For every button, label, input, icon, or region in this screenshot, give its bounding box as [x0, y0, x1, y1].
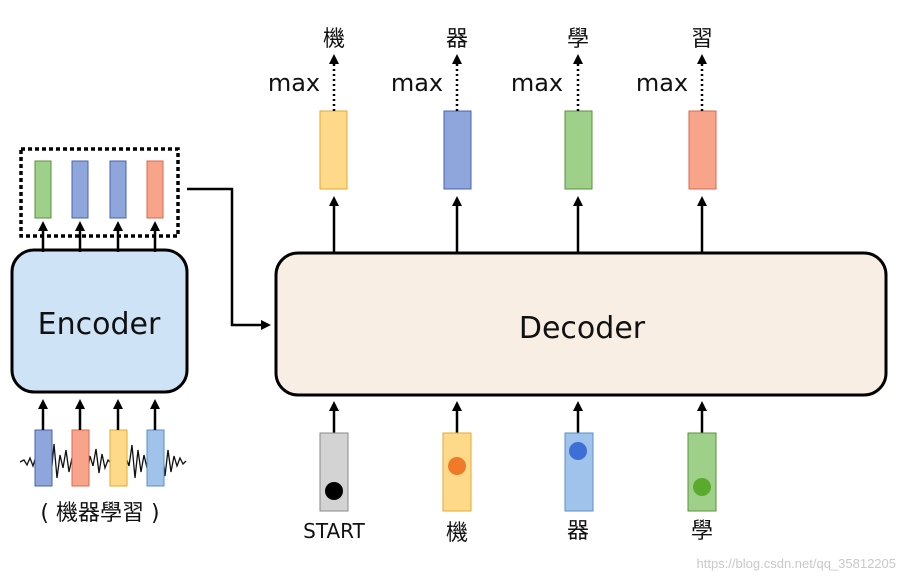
decoder-input-label-4: 學: [691, 519, 713, 544]
encoder-output-token-4: [146, 160, 164, 219]
decoder-output-3: max 學: [511, 27, 593, 253]
encoder-output-token-1: [34, 160, 52, 219]
encoder-label: Encoder: [38, 307, 161, 342]
decoder-input-3: 器: [564, 401, 594, 544]
decoder-input-1: START: [303, 401, 366, 543]
output-char-2: 器: [446, 27, 468, 52]
encoder-block: [10, 248, 189, 394]
decoder-output-token-1: [319, 110, 348, 190]
decoder-output-token-2: [443, 110, 472, 190]
encoder-input-token-1: [34, 429, 53, 487]
encoder-input-token-2: [71, 429, 90, 487]
decoder-output-token-4: [688, 110, 717, 190]
output-char-1: 機: [323, 27, 345, 52]
decoder-input-dot-4: [693, 478, 711, 496]
max-label-4: max: [636, 69, 688, 97]
max-label-1: max: [268, 69, 320, 97]
max-label-2: max: [391, 69, 443, 97]
encoder-output-token-3: [109, 160, 127, 219]
context-connector: [187, 187, 271, 330]
decoder-input-label-3: 器: [567, 519, 589, 544]
decoder-output-token-3: [564, 110, 593, 190]
decoder-input-token-4: [687, 432, 717, 512]
decoder-output-2: max 器: [391, 27, 472, 253]
decoder-input-4: 學: [687, 401, 717, 544]
decoder-block: [274, 251, 888, 397]
max-label-3: max: [511, 69, 563, 97]
encoder-input-token-4: [146, 429, 165, 487]
decoder-input-dot-3: [569, 442, 587, 460]
decoder-input-token-2: [442, 432, 472, 512]
decoder-input-dot-2: [448, 457, 466, 475]
decoder-input-dot-1: [325, 482, 343, 500]
decoder-output-1: max 機: [268, 27, 348, 253]
decoder-input-label-2: 機: [446, 521, 468, 546]
decoder-label: Decoder: [519, 311, 646, 346]
decoder-output-4: max 習: [636, 27, 717, 253]
output-char-4: 習: [691, 27, 713, 52]
decoder-input-2: 機: [442, 401, 472, 546]
output-char-3: 學: [567, 27, 589, 52]
encoder-output-group: [19, 147, 180, 238]
encoder-input-token-3: [109, 429, 128, 487]
input-caption: ( 機器學習 ): [40, 501, 159, 526]
watermark: https://blog.csdn.net/qq_35812205: [696, 556, 897, 571]
encoder-output-token-2: [71, 160, 89, 219]
decoder-input-label-1: START: [303, 519, 365, 543]
